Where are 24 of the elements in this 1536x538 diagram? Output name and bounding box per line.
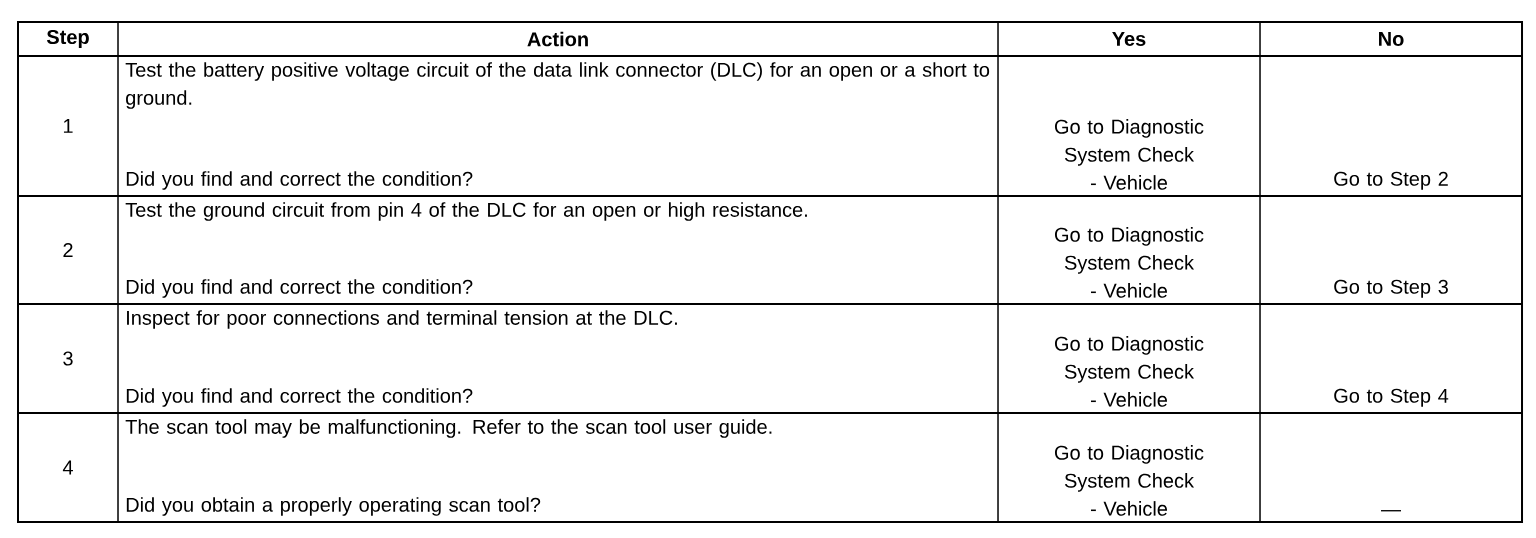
column-header: Step <box>46 29 89 49</box>
question-text: Did you obtain a properly operating scan tool? <box>126 497 541 516</box>
result-text: Go to Diagnostic System Check - Vehicle <box>1055 119 1204 190</box>
column-header: No <box>1379 32 1404 46</box>
question-text: Did you find and correct the condition? <box>126 388 473 407</box>
step-number: 4 <box>62 460 73 475</box>
instruction-text: Test the ground circuit from pin 4 of the DLC for an open or high resistance. <box>125 202 807 221</box>
result-text: — <box>1381 510 1401 512</box>
instruction-text: Test the battery positive voltage circuit of the data link connector (DLC) for an open or a short to ground. <box>125 62 990 109</box>
column-header: Yes <box>1112 32 1146 46</box>
result-text: Go to Step 2 <box>1334 171 1448 190</box>
step-number: 3 <box>63 351 73 366</box>
result-text: Go to Diagnostic System Check - Vehicle <box>1055 227 1204 298</box>
step-number: 1 <box>63 119 73 133</box>
step-number: 2 <box>63 243 73 257</box>
result-text: Go to Diagnostic System Check - Vehicle <box>1055 445 1204 516</box>
result-text: Go to Step 3 <box>1334 279 1448 298</box>
instruction-text: The scan tool may be malfunctioning. Refer to the scan tool user guide. <box>125 419 772 438</box>
instruction-text: Inspect for poor connections and terminal tension at the DLC. <box>127 310 677 329</box>
result-text: Go to Step 4 <box>1334 388 1449 407</box>
column-header: Action <box>527 31 588 47</box>
question-text: Did you find and correct the condition? <box>126 171 473 190</box>
question-text: Did you find and correct the condition? <box>126 279 473 298</box>
result-text: Go to Diagnostic System Check - Vehicle <box>1055 336 1204 407</box>
